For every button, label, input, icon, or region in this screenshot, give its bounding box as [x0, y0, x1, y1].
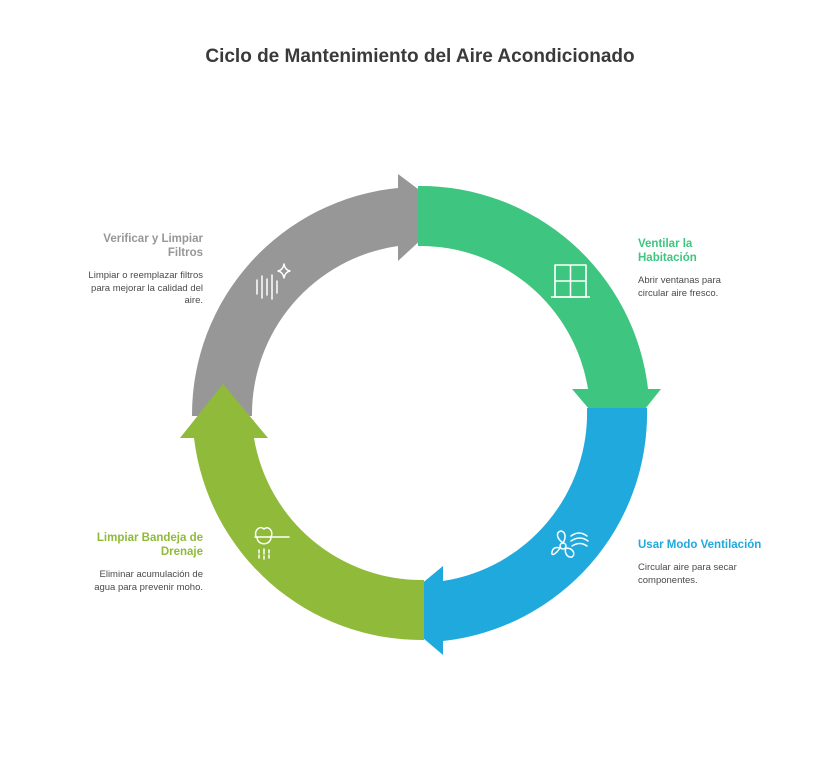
drain-icon: [254, 526, 290, 560]
step-description: Circular aire para secar componentes.: [638, 562, 737, 586]
step-ventilar-habitacion: Ventilar la Habitación Abrir ventanas pa…: [638, 237, 748, 300]
step-description: Abrir ventanas para circular aire fresco…: [638, 275, 721, 299]
page-title: Ciclo de Mantenimiento del Aire Acondici…: [205, 46, 635, 67]
step-description: Eliminar acumulación de agua para preven…: [94, 569, 203, 593]
step-usar-modo-ventilacion: Usar Modo Ventilación Circular aire para…: [638, 538, 763, 587]
filter-sparkle-icon: [256, 263, 291, 300]
window-icon: [551, 264, 590, 298]
step-title: Verificar y Limpiar Filtros: [103, 233, 203, 259]
cycle-arrow-ventilar: [418, 185, 661, 444]
fan-icon: [551, 530, 589, 558]
cycle-arrow-modo: [390, 408, 648, 655]
step-title: Limpiar Bandeja de Drenaje: [96, 532, 203, 558]
step-description: Limpiar o reemplazar filtros para mejora…: [88, 270, 203, 306]
step-title: Ventilar la Habitación: [638, 238, 697, 264]
step-title: Usar Modo Ventilación: [638, 539, 762, 551]
step-limpiar-bandeja: Limpiar Bandeja de Drenaje Eliminar acum…: [88, 531, 203, 594]
step-verificar-filtros: Verificar y Limpiar Filtros Limpiar o re…: [88, 232, 203, 308]
cycle-arrow-filtros: [191, 174, 451, 416]
cycle-arrow-bandeja: [180, 384, 424, 641]
